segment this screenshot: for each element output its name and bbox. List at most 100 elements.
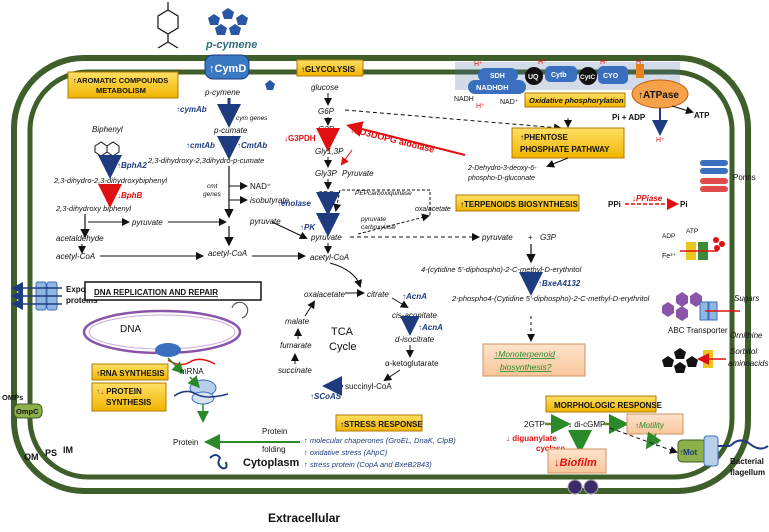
cymd-label: ↑CymD: [209, 63, 246, 75]
uq-circle: [525, 67, 543, 85]
terp-plus-label: +: [528, 233, 533, 242]
porins-icon: [700, 160, 728, 192]
tca-akg: α-ketoglutarate: [385, 359, 439, 368]
dna-label: DNA: [120, 324, 141, 335]
arrow-question: [645, 431, 662, 450]
arrow-pepcarb: [333, 189, 431, 215]
sdh-label: SDH: [490, 73, 505, 80]
biph-dihydroxy-label: 2,3-dihydroxy biphenyl: [55, 204, 131, 213]
arrow-pyrcarb: [357, 213, 430, 235]
pi-adp-label: Pi + ADP: [612, 113, 646, 122]
pyruvate-label: pyruvate: [249, 217, 281, 226]
title-molecule: p-cymene: [205, 39, 257, 51]
terp-label: ↑TERPENOIDS BIOSYNTHESIS: [460, 200, 578, 209]
isobutyrate-label: isobutyrate: [250, 196, 290, 205]
cytoplasm-label: Cytoplasm: [243, 457, 299, 469]
biphenyl-label: Biphenyl: [92, 125, 123, 134]
morph-label-box: [545, 395, 657, 413]
im-label: IM: [63, 445, 73, 455]
tca-scoas: ↑SCoAS: [310, 392, 342, 401]
motility-label: ↑Motility: [635, 421, 665, 430]
ornithine-pentagons-icon: [662, 348, 698, 373]
cym-genes-label: cym genes: [236, 115, 268, 122]
arrow-to-atp: [671, 105, 694, 115]
p-cymene-structure-icon: [157, 2, 179, 49]
arrow-aldolase: [346, 121, 466, 156]
flagellum-base: [703, 435, 719, 467]
oxalacetate-label: oxalacetate: [415, 206, 451, 213]
biofilm-wells-icon: [567, 479, 599, 495]
ps-label: PS: [45, 448, 57, 458]
stress-label-box: [335, 414, 423, 432]
dna-rotation-icon: [231, 301, 249, 319]
oxphos-label: Oxidative phosphorylation: [529, 96, 624, 105]
arrow-pyruvate-red: [340, 149, 353, 166]
atp-label: ATP: [694, 111, 710, 120]
terp-g3p-label: G3P: [540, 233, 557, 242]
mem-atp-label: ATP: [686, 228, 698, 235]
acetylcoa-label: acetyl-CoA: [208, 249, 247, 258]
dna-repl-label: DNA REPLICATION AND REPAIR: [94, 288, 218, 297]
pep-label: PEP: [318, 212, 335, 221]
enolase-label: ↑enolase: [277, 199, 311, 208]
porins-label: Porins: [733, 173, 756, 182]
ppp-label-box: [511, 127, 625, 159]
uq-label: UQ: [528, 74, 539, 81]
abc-label: ABC Transporter: [668, 326, 728, 335]
atpase-label: ↑ATPase: [638, 90, 679, 101]
extracellular-label: Extracellular: [268, 511, 340, 525]
stressprot-label: ↑ stress protein (CopA and BxeB2843): [304, 460, 432, 469]
pcumate-label: p-cumate: [213, 126, 248, 135]
g3p-label: G3P: [318, 125, 335, 134]
g3pdh-label: ↓G3PDH: [284, 134, 316, 143]
protein-syn-box: [91, 382, 167, 412]
meth1-label: 4-(cytidine 5'-diphospho)-2-C-methyl-D-e…: [421, 265, 582, 274]
biph-dihydro-label: 2,3-dihydro-2,3-dihydroxybiphenyl: [53, 176, 167, 185]
oxidative-label: ↑ oxidative stress (AhpC): [304, 448, 388, 457]
nadh-label: NADH: [454, 96, 474, 103]
nadhdh-box: [468, 80, 526, 94]
morph-label: MORPHOLOGIC RESPONSE: [554, 401, 663, 410]
tca-acna2: ↑AcnA: [418, 323, 443, 332]
terp-label-box: [455, 194, 580, 212]
pi-label: Pi: [680, 200, 688, 209]
biofilm-label: ↓Biofilm: [554, 457, 597, 469]
stress-label: ↑STRESS RESPONSE: [340, 420, 423, 429]
cyo-label: CYO: [603, 73, 619, 80]
arrow-to-mot: [609, 427, 678, 454]
question-label: ?: [654, 438, 660, 449]
gly3p-label: Gly3P: [315, 169, 337, 178]
g6p-label: G6P: [318, 107, 335, 116]
mrna-ribosome-icon: [173, 390, 229, 398]
hplus-4: H⁺: [636, 59, 645, 66]
tca-cisaconitate: cis-aconitate: [392, 311, 437, 320]
tca-acna1: ↑AcnA: [402, 292, 427, 301]
arrow-citrate-cis: [391, 297, 409, 309]
glycolysis-label: ↑GLYCOLYSIS: [301, 65, 356, 74]
cytc-circle: [579, 67, 597, 85]
nad-label: NAD⁺: [250, 182, 271, 191]
pk-label: ↑PK: [300, 223, 316, 232]
cytb-box: [545, 66, 577, 82]
tca-fumarate: fumarate: [280, 341, 312, 350]
cymab-label: ↑cymAb: [176, 105, 207, 114]
dihydroxy-cumate-label: 2,3-dihydroxy-2,3dihydro-p-cumate: [147, 156, 264, 165]
pepcarb-label: PEPcarboxiquinase: [355, 190, 412, 197]
arrow-ppp-dehydro: [546, 157, 569, 168]
arrow-mrna-ribo: [187, 375, 200, 389]
pg2-label: 2PG: [317, 190, 334, 199]
terp-pyruvate-label: pyruvate: [481, 233, 513, 242]
cmtab-protein-label: ↑CmtAb: [237, 141, 267, 150]
oxphos-label-box: [524, 92, 626, 108]
fe-label: Fe³⁺: [662, 253, 677, 260]
cyo-box: [598, 66, 628, 84]
sdh-box: [478, 68, 518, 82]
tca-oxalacetate: oxalacetate: [304, 290, 345, 299]
flagellum-filament: [729, 439, 769, 450]
